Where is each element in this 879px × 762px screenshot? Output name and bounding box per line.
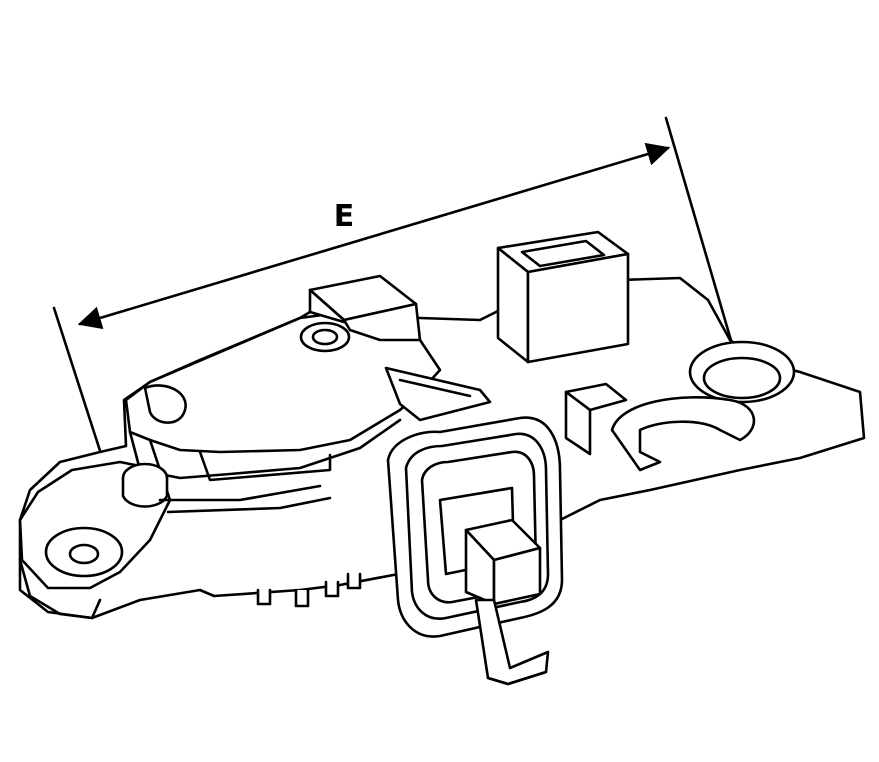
flange-hole-outer [44,526,124,578]
right-mount-inner [702,356,782,400]
flange-hole-inner [68,543,100,565]
top-hole-outer [299,321,351,353]
top-hole-inner [311,328,339,346]
left-flange [18,460,332,620]
dimension-arrow [77,142,671,330]
pin-1 [256,588,272,606]
housing-step [198,450,332,482]
terminal-box-side [342,302,422,342]
pin-2 [294,588,310,608]
extension-line-right [664,116,744,380]
bottom-pins [256,572,362,608]
right-mount-outer [688,340,796,404]
right-hook [610,396,756,472]
connector [386,416,564,686]
post-body [121,476,169,508]
socket-front-face [526,252,630,364]
pin-4 [346,572,362,590]
side-opening [143,384,187,424]
blade-front [492,546,542,606]
rib [384,366,492,422]
dimension-label: E [334,199,355,234]
socket-opening [520,239,606,268]
pin-3 [324,580,340,598]
